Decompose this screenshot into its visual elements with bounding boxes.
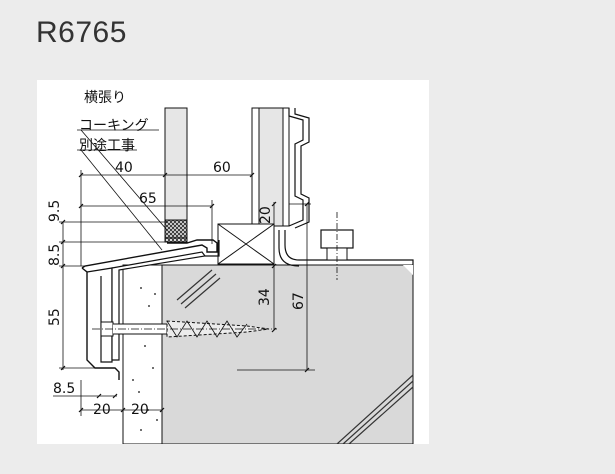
- label-yokobari: 横張り: [84, 90, 126, 106]
- section-drawing: 横張り コーキング 別途工事 40 60 65 9.5 8.5 55 20 34…: [47, 90, 414, 444]
- sash-inner: [258, 107, 284, 227]
- board-dots: [132, 287, 158, 431]
- hatch-line: [348, 386, 414, 444]
- dim-40: 40: [115, 160, 133, 176]
- dim-34: 34: [257, 288, 273, 306]
- anchor-screw: [92, 320, 277, 338]
- concrete-corner: [403, 265, 413, 275]
- hatch-line: [180, 273, 217, 305]
- caulking-block: [164, 219, 188, 243]
- dim-20-vertical: 20: [258, 206, 274, 224]
- concrete-wall: [161, 264, 414, 444]
- hatch-line: [342, 380, 414, 444]
- dim-60: 60: [213, 160, 231, 176]
- hatch-line: [176, 269, 213, 301]
- dimension-ticks: [60, 172, 310, 413]
- dim-67: 67: [291, 292, 307, 310]
- label-separate-work: 別途工事: [79, 137, 135, 154]
- hatch-line: [184, 277, 221, 309]
- dim-8-5-bottom: 8.5: [53, 381, 75, 397]
- dim-55: 55: [47, 308, 63, 326]
- dim-9-5: 9.5: [47, 200, 63, 222]
- dim-20-bottom-left: 20: [93, 402, 111, 418]
- bracket: [284, 230, 414, 265]
- drawing-panel: 横張り コーキング 別途工事 40 60 65 9.5 8.5 55 20 34…: [37, 80, 429, 444]
- dim-65: 65: [139, 191, 157, 207]
- model-number: R6765: [36, 16, 127, 49]
- sash-profile: [288, 108, 304, 227]
- glass-panel: [164, 107, 188, 239]
- dim-8-5-left: 8.5: [47, 244, 63, 266]
- dim-20-bottom-right: 20: [131, 402, 149, 418]
- label-caulking: コーキング: [79, 118, 149, 134]
- hatch-line: [336, 374, 414, 444]
